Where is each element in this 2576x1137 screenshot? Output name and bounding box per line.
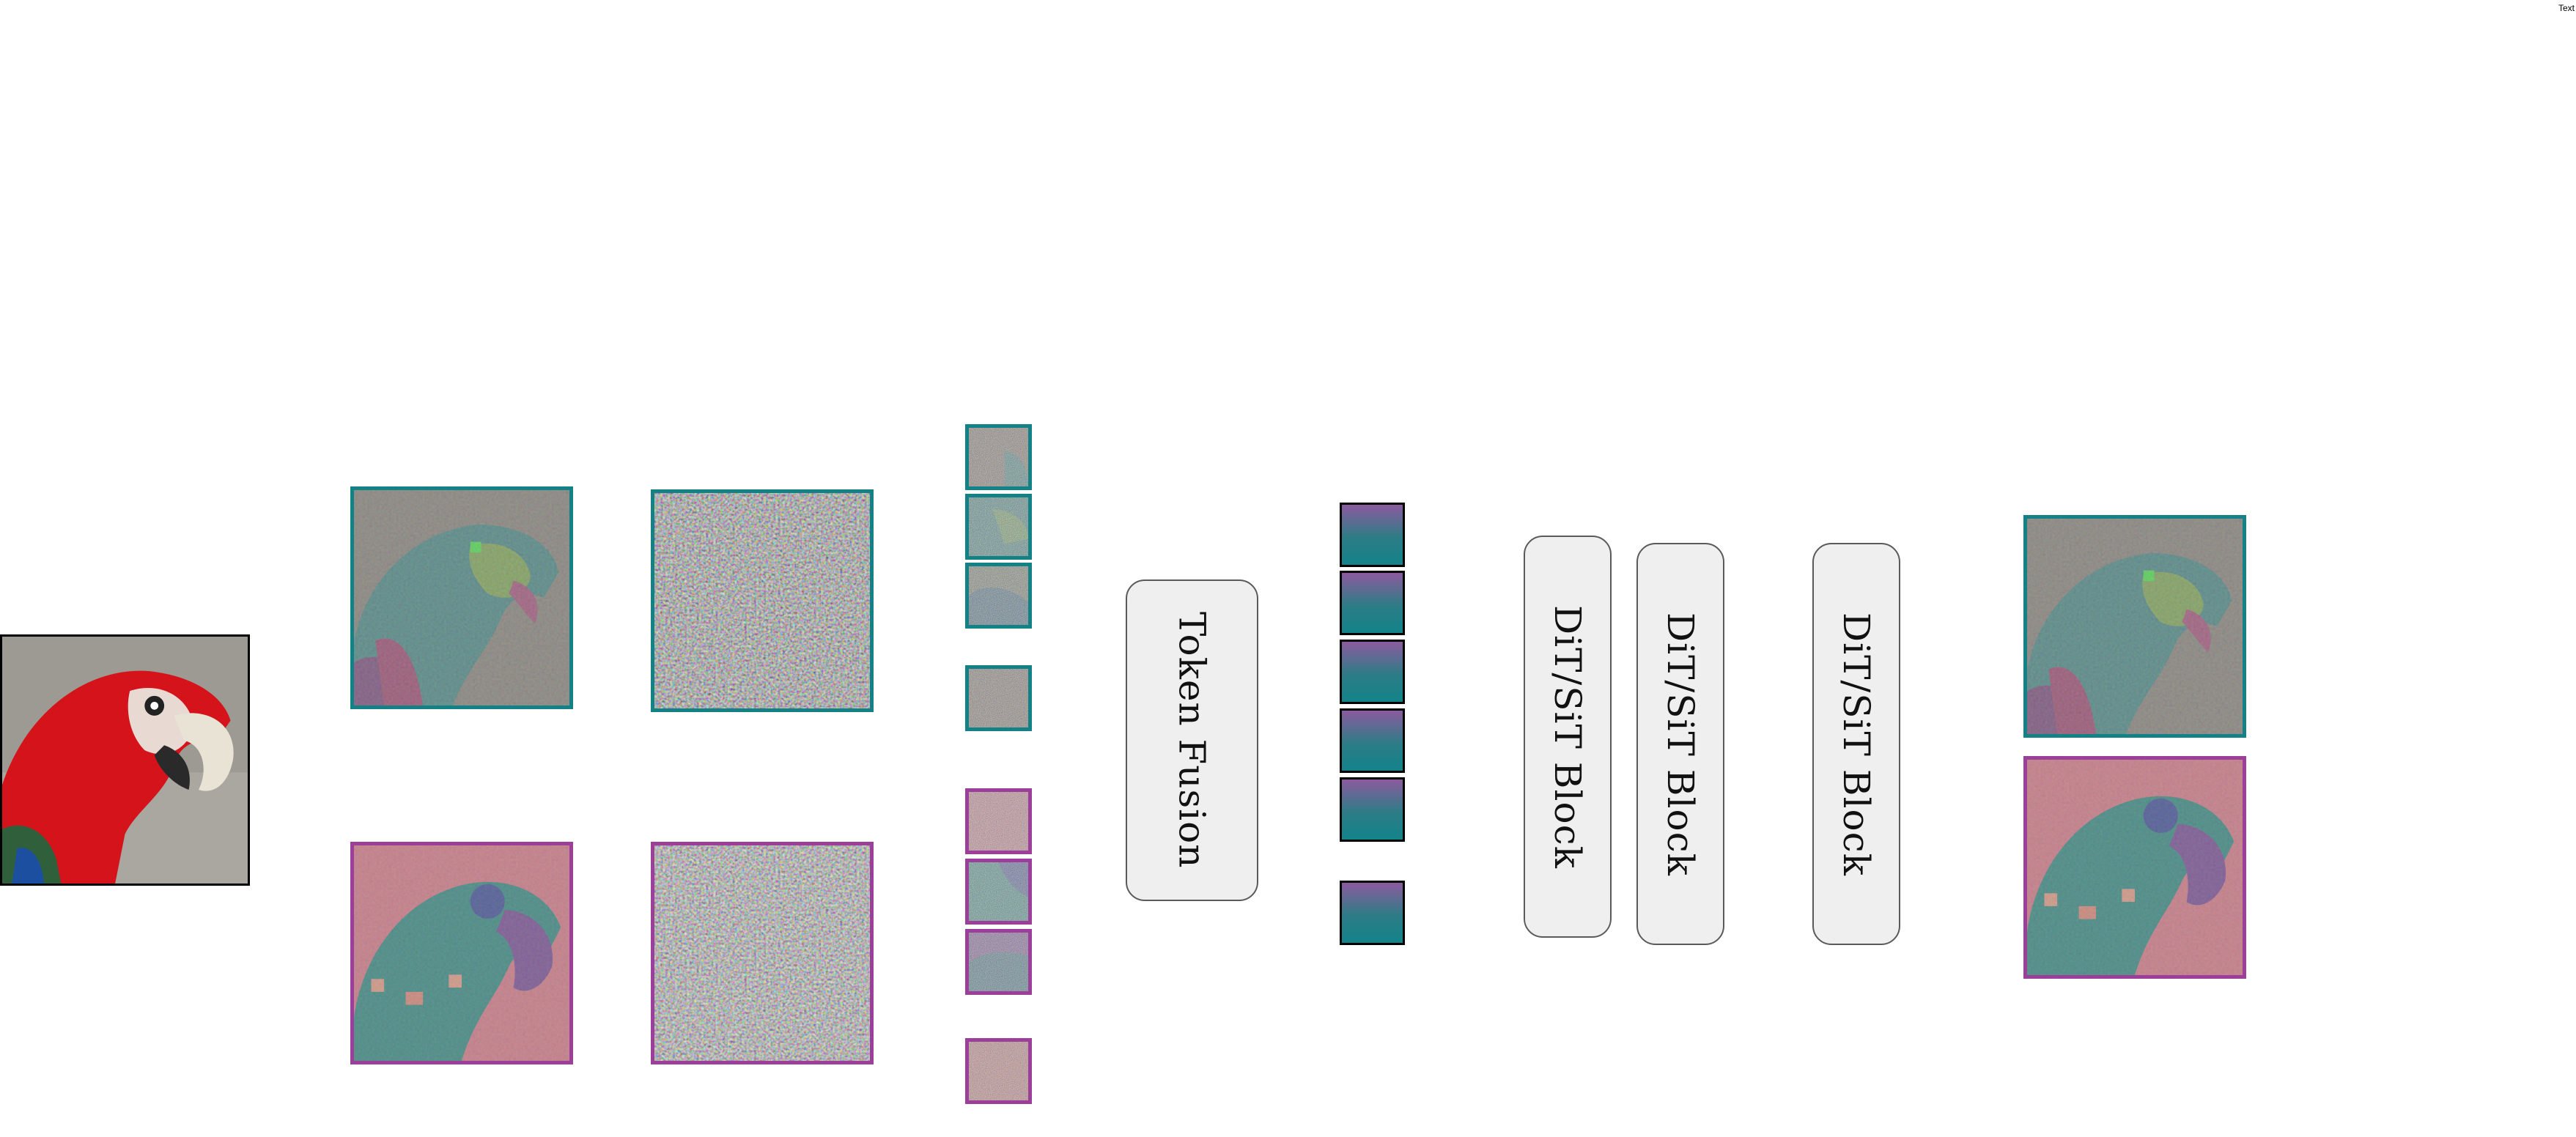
token-fusion-block: Token Fusion: [1126, 579, 1258, 901]
dit-sit-block-label: DiT/SiT Block: [1659, 612, 1702, 876]
patch-teal-1: [965, 424, 1032, 490]
token-6: [1340, 881, 1405, 945]
token-5: [1340, 777, 1405, 842]
patch-pink-2: [965, 859, 1032, 925]
patch-pink-3: [965, 929, 1032, 995]
noisy-latent-pink-image: [651, 842, 874, 1064]
noisy-latent-teal-image: [651, 489, 874, 712]
dit-sit-block-3: DiT/SiT Block: [1812, 543, 1900, 945]
token-3: [1340, 640, 1405, 704]
token-fusion-label: Token Fusion: [1170, 612, 1214, 869]
patch-teal-4: [965, 665, 1032, 731]
token-1: [1340, 503, 1405, 567]
latent-pink-image: [350, 842, 573, 1064]
patch-pink-1: [965, 788, 1032, 854]
patch-teal-2: [965, 494, 1032, 560]
input-parrot-image: [0, 634, 250, 886]
patch-teal-3: [965, 563, 1032, 629]
dit-sit-block-label: DiT/SiT Block: [1546, 604, 1589, 869]
dit-sit-block-2: DiT/SiT Block: [1636, 543, 1724, 945]
output-teal-image: [2023, 515, 2246, 738]
dit-sit-block-1: DiT/SiT Block: [1524, 536, 1612, 938]
latent-teal-image: [350, 486, 573, 709]
dit-sit-block-label: DiT/SiT Block: [1835, 612, 1878, 876]
patch-pink-4: [965, 1038, 1032, 1104]
corner-label: Text: [2558, 3, 2575, 13]
output-pink-image: [2023, 756, 2246, 979]
token-4: [1340, 708, 1405, 773]
token-2: [1340, 571, 1405, 635]
